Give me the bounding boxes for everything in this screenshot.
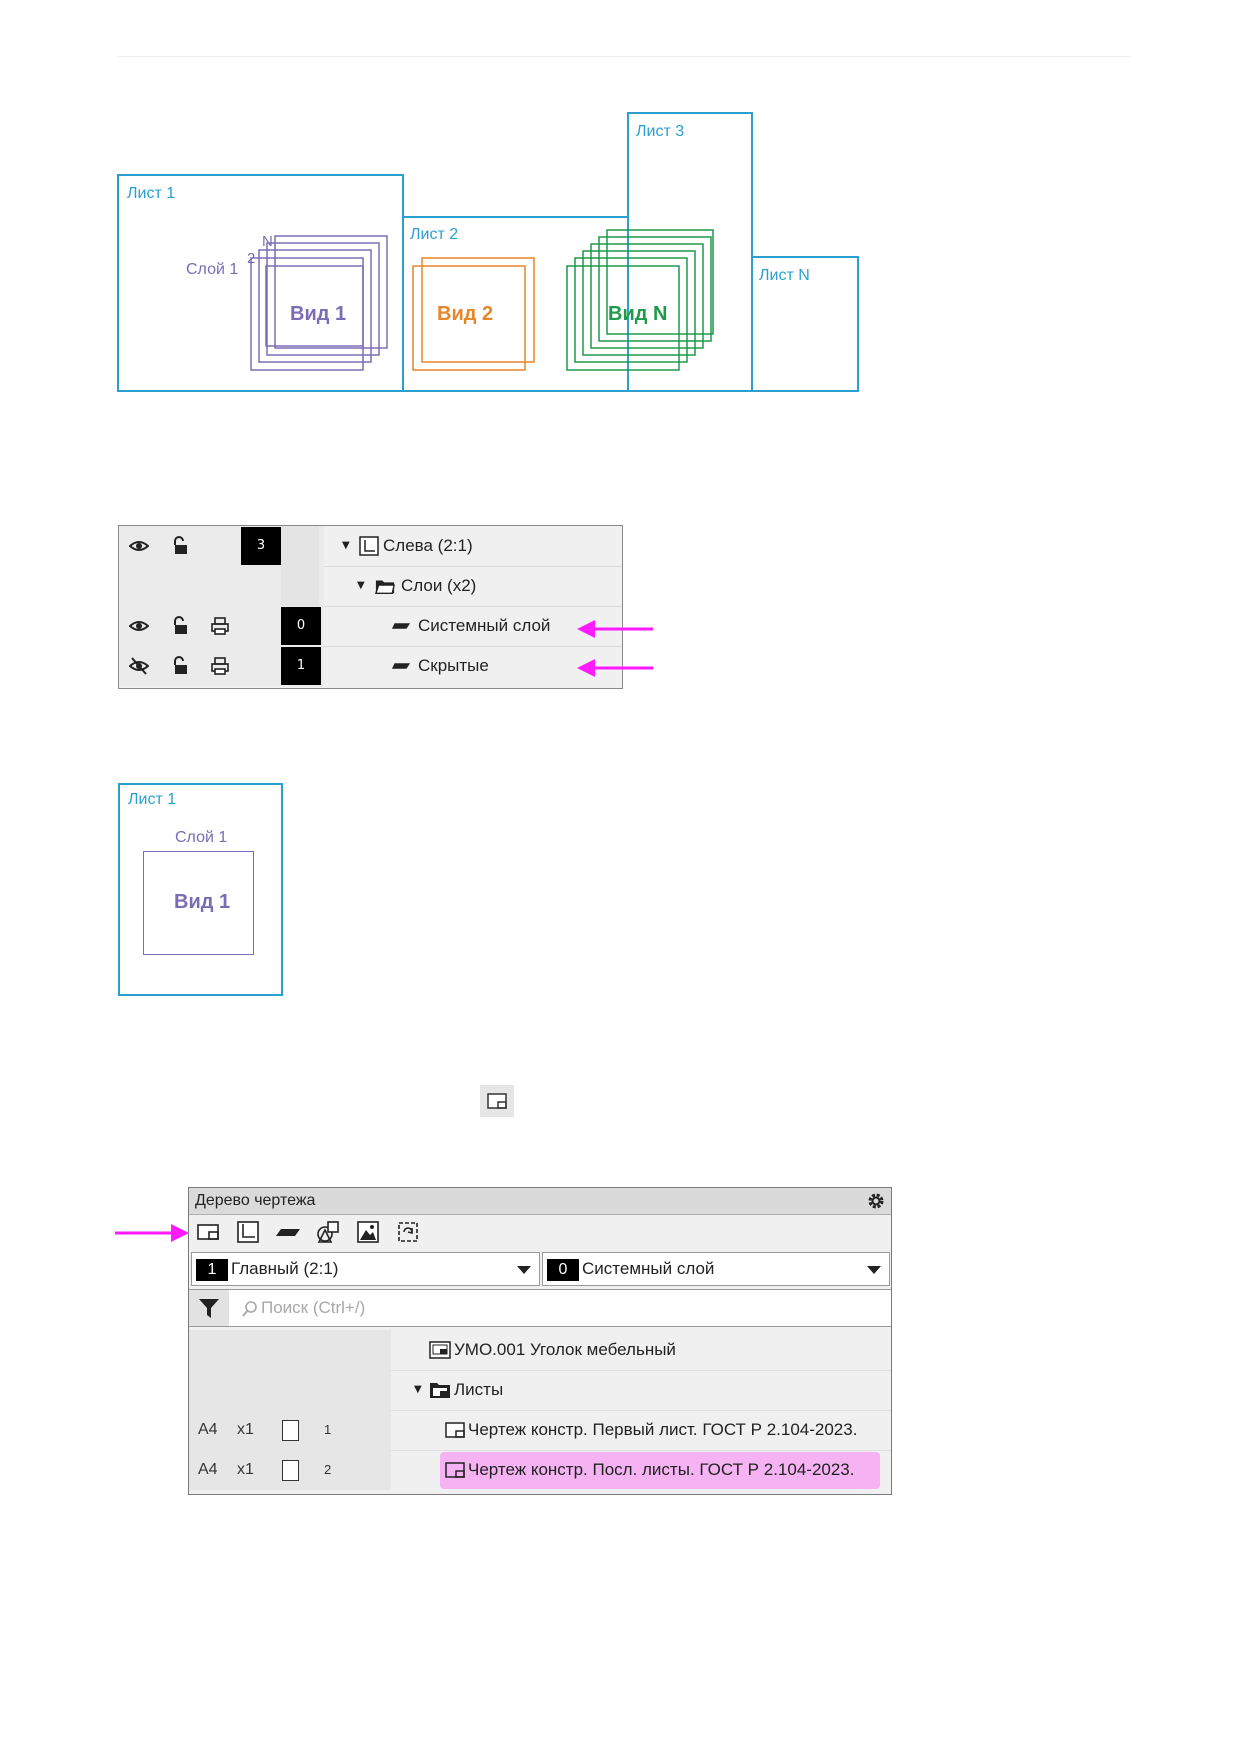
sheet-format: A4 — [198, 1461, 218, 1478]
toolbar-arrow — [115, 1224, 189, 1242]
view-number-badge: 1 — [196, 1259, 228, 1281]
gear-icon[interactable] — [867, 1192, 885, 1210]
layer-selector-value: Системный слой — [582, 1259, 715, 1278]
sheet-n-label: Лист N — [759, 267, 810, 284]
sheet-3-frame — [627, 112, 753, 392]
view-icon — [359, 536, 379, 556]
image-tool-icon[interactable] — [355, 1220, 381, 1244]
sheets-folder-label[interactable]: Листы — [454, 1380, 504, 1399]
single-sheet-diagram: Лист 1 Слой 1 Вид 1 — [118, 783, 283, 996]
sheet-multiplicity: x1 — [237, 1421, 254, 1438]
layer-selector[interactable]: 0 Системный слой — [542, 1252, 890, 1286]
sheet-number: 1 — [324, 1422, 332, 1437]
layer-tool-icon[interactable] — [275, 1220, 301, 1244]
sheet-number: 2 — [324, 1462, 332, 1477]
sheet-icon — [445, 1422, 465, 1438]
table-row[interactable]: A4 x1 2 Чертеж констр. Посл. листы. ГОСТ… — [189, 1450, 891, 1490]
chevron-down-icon[interactable] — [517, 1266, 531, 1274]
folder-icon — [375, 580, 395, 594]
objects-tool-icon[interactable] — [315, 1220, 341, 1244]
chevron-down-icon[interactable]: ▼ — [357, 580, 365, 591]
sheet-multiplicity: x1 — [237, 1461, 254, 1478]
tree-hidden-layer-label[interactable]: Скрытые — [418, 656, 489, 675]
sheet-1-frame — [117, 174, 404, 392]
portrait-format-icon — [282, 1420, 299, 1441]
view-frame — [143, 851, 254, 955]
table-row[interactable]: УМО.001 Уголок мебельный — [189, 1330, 891, 1371]
layer-icon — [391, 663, 411, 669]
insert-sheet-button[interactable] — [480, 1085, 514, 1117]
layer-1-label: Слой 1 — [186, 261, 238, 278]
table-row[interactable]: A4 x1 1 Чертеж констр. Первый лист. ГОСТ… — [189, 1410, 891, 1451]
sheet-label: Лист 1 — [128, 791, 177, 808]
drawing-tree-panel: Дерево чертежа 1 Главный (2:1) 0 Системн… — [188, 1187, 892, 1495]
unlock-icon[interactable] — [170, 616, 190, 636]
folder-icon — [430, 1383, 450, 1398]
view-2-label: Вид 2 — [437, 303, 493, 325]
table-row[interactable]: 3 ▼ Слева (2:1) — [119, 526, 622, 567]
filter-icon — [199, 1299, 219, 1318]
page-top-rule — [118, 56, 1130, 57]
view-selector-value: Главный (2:1) — [231, 1259, 339, 1278]
sheet-name[interactable]: Чертеж констр. Первый лист. ГОСТ Р 2.104… — [468, 1420, 858, 1439]
sheet-2-label: Лист 2 — [410, 226, 458, 243]
view-n-label: Вид N — [608, 303, 667, 325]
document-icon — [429, 1341, 451, 1359]
panel-title: Дерево чертежа — [195, 1192, 316, 1209]
panel-header: Дерево чертежа — [189, 1188, 891, 1215]
layer-n-label: N — [262, 233, 273, 250]
chevron-down-icon[interactable]: ▼ — [342, 540, 350, 551]
sheet-format: A4 — [198, 1421, 218, 1438]
sheet-icon — [445, 1462, 465, 1478]
table-row[interactable]: 1 Скрытые — [119, 646, 622, 686]
layer-number-badge: 0 — [547, 1259, 579, 1281]
layer-table: 3 ▼ Слева (2:1) ▼ Слои (x2) 0 Системный … — [118, 525, 623, 689]
view-selector[interactable]: 1 Главный (2:1) — [191, 1252, 540, 1286]
annotation-arrows — [577, 620, 653, 677]
table-row[interactable]: ▼ Листы — [189, 1370, 891, 1411]
highlight-marker — [440, 1452, 880, 1489]
layer-label: Слой 1 — [175, 829, 228, 846]
sheet-3-label: Лист 3 — [636, 123, 684, 140]
tree-layers-label[interactable]: Слои (x2) — [401, 576, 477, 595]
sheet-icon — [487, 1093, 507, 1109]
document-name[interactable]: УМО.001 Уголок мебельный — [454, 1340, 676, 1359]
unlock-icon[interactable] — [170, 536, 190, 556]
layer-2-label: 2 — [247, 250, 255, 267]
filter-button[interactable] — [189, 1290, 229, 1326]
sheet-1-label: Лист 1 — [127, 185, 175, 202]
table-row[interactable]: ▼ Слои (x2) — [119, 566, 622, 607]
portrait-format-icon — [282, 1460, 299, 1481]
sheet-n-frame — [751, 256, 859, 392]
view-tool-icon[interactable] — [235, 1220, 261, 1244]
eye-icon[interactable] — [129, 536, 149, 556]
view-1-label: Вид 1 — [290, 303, 346, 325]
sheet-tool-icon[interactable] — [195, 1220, 221, 1244]
eye-hidden-icon[interactable] — [129, 656, 149, 676]
eye-icon[interactable] — [129, 616, 149, 636]
search-icon — [242, 1301, 257, 1317]
panel-toolbar — [189, 1215, 891, 1249]
tree-view-label[interactable]: Слева (2:1) — [383, 536, 473, 555]
layer-number-badge: 1 — [281, 647, 321, 685]
layer-icon — [391, 623, 411, 629]
search-bar: Поиск (Ctrl+/) — [189, 1289, 891, 1327]
sheets-views-diagram: Лист 1 Лист 2 Лист 3 Лист N N 2 Слой 1 В… — [117, 112, 859, 392]
unlock-icon[interactable] — [170, 656, 190, 676]
sheet-name[interactable]: Чертеж констр. Посл. листы. ГОСТ Р 2.104… — [468, 1460, 855, 1479]
view-label: Вид 1 — [174, 891, 231, 913]
printer-icon[interactable] — [210, 656, 230, 676]
printer-icon[interactable] — [210, 616, 230, 636]
layer-number-badge: 0 — [281, 607, 321, 645]
table-row[interactable]: 0 Системный слой — [119, 606, 622, 647]
refresh-tool-icon[interactable] — [395, 1220, 421, 1244]
tree-system-layer-label[interactable]: Системный слой — [418, 616, 551, 635]
chevron-down-icon[interactable]: ▼ — [414, 1384, 422, 1395]
chevron-down-icon[interactable] — [867, 1266, 881, 1274]
search-input[interactable]: Поиск (Ctrl+/) — [261, 1298, 366, 1317]
layer-number-badge: 3 — [241, 527, 281, 565]
